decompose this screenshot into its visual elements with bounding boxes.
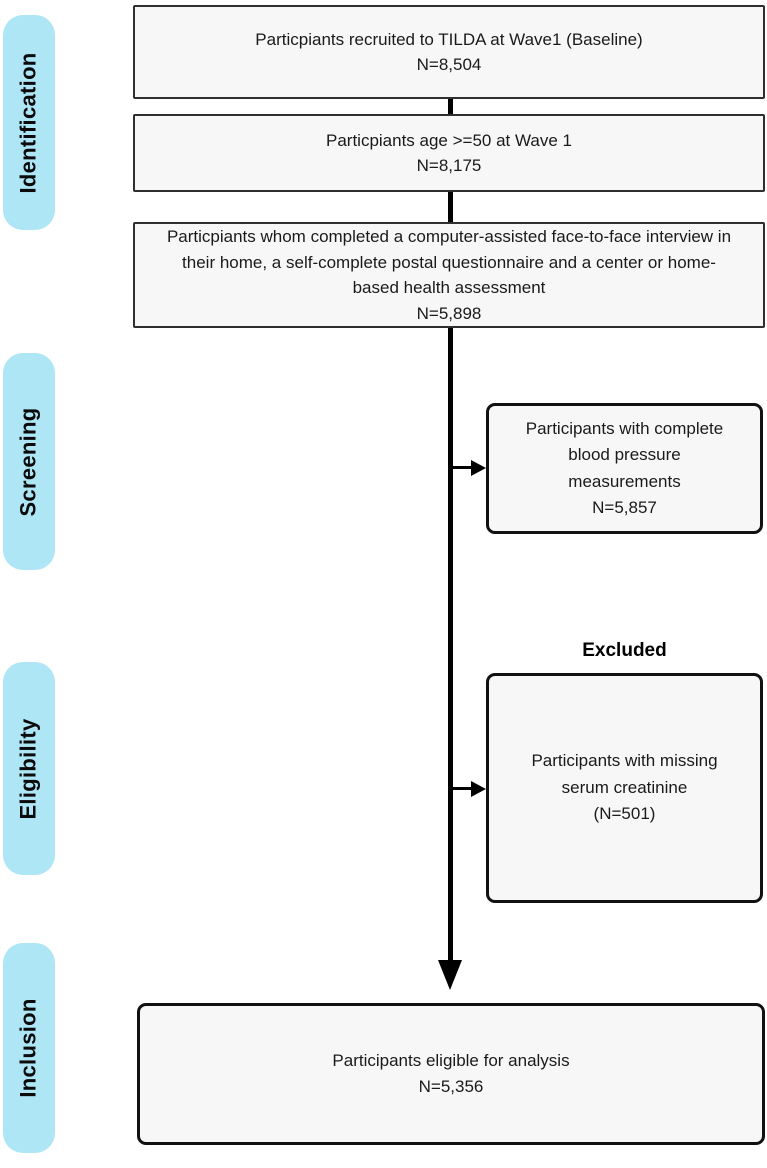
stage-pill-screening: Screening [3,353,55,570]
flow-box-age50: Particpiants age >=50 at Wave 1 N=8,175 [133,114,765,192]
connector-segment-2 [448,191,453,223]
arrow-right-icon-screening [471,460,486,476]
flow-box-recruited: Particpiants recruited to TILDA at Wave1… [133,5,765,99]
flow-box-recruited-text: Particpiants recruited to TILDA at Wave1… [255,29,643,49]
connector-segment-3 [448,327,453,962]
side-box-blood-pressure: Participants with complete blood pressur… [486,403,763,534]
stage-label-inclusion: Inclusion [16,998,42,1098]
flow-box-eligible-count: N=5,356 [418,1077,484,1096]
flow-box-recruited-count: N=8,504 [416,55,482,74]
side-box-missing-creatinine-count: (N=501) [593,804,656,824]
flow-box-completed: Particpiants whom completed a computer-a… [133,222,765,328]
side-box-blood-pressure-count: N=5,857 [592,497,657,517]
arrow-right-icon-eligibility [471,781,486,797]
stage-pill-inclusion: Inclusion [3,943,55,1153]
flow-box-age50-text: Particpiants age >=50 at Wave 1 [325,130,573,150]
excluded-heading: Excluded [582,640,667,661]
branch-line-eligibility [450,787,475,790]
connector-segment-1 [448,99,453,115]
stage-label-identification: Identification [16,51,41,194]
flow-box-completed-text: Particpiants whom completed a computer-a… [166,227,732,297]
stage-label-eligibility: Eligibility [16,717,41,820]
flow-box-age50-count: N=8,175 [416,156,482,175]
stage-pill-eligibility: Eligibility [3,662,55,875]
arrow-down-icon [438,960,462,990]
side-box-missing-creatinine-text: Participants with missing serum creatini… [531,751,718,797]
stage-pill-identification: Identification [3,15,55,230]
side-box-missing-creatinine: Participants with missing serum creatini… [486,673,763,903]
flow-box-completed-count: N=5,898 [416,303,482,323]
flow-box-eligible-text: Participants eligible for analysis [332,1050,570,1070]
branch-line-screening [450,466,475,469]
side-box-blood-pressure-text: Participants with complete blood pressur… [525,418,724,491]
stage-label-screening: Screening [16,406,42,517]
flow-box-eligible: Participants eligible for analysis N=5,3… [137,1003,765,1145]
